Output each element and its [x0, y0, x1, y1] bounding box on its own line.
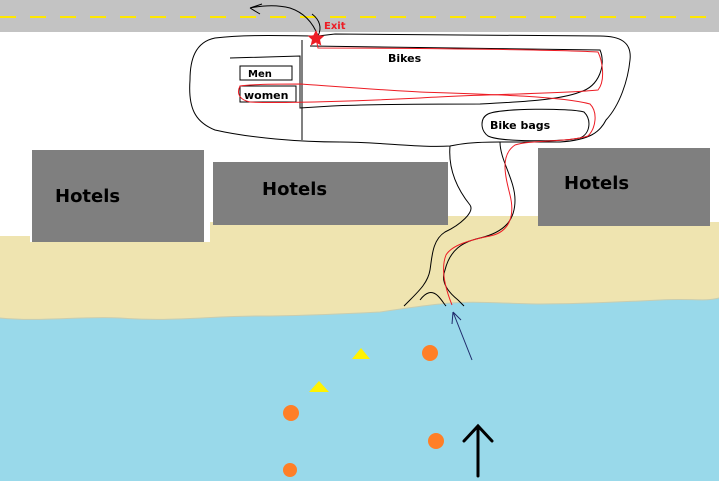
bike-bags-label: Bike bags	[490, 119, 551, 132]
hotel-left-label: Hotels	[55, 186, 120, 207]
beach-path-fork	[419, 292, 447, 307]
hotel-middle	[213, 162, 448, 225]
women-tent-label: women	[244, 89, 288, 102]
swim-direction-up-arrow-icon	[462, 423, 494, 478]
yellow-buoy-2	[309, 381, 329, 392]
men-tent-label: Men	[248, 69, 272, 80]
orange-buoy-1	[422, 345, 438, 361]
exit-path-to-road	[249, 3, 319, 37]
exit-star-icon	[307, 30, 325, 46]
orange-buoy-4	[283, 463, 297, 477]
bikes-label: Bikes	[388, 52, 422, 65]
orange-buoy-3	[428, 433, 444, 449]
hotel-right-label: Hotels	[564, 173, 629, 194]
yellow-buoy-1	[352, 348, 370, 359]
road	[0, 0, 719, 32]
beach-path-left-edge	[403, 145, 472, 307]
exit-path-side	[311, 13, 321, 37]
hotel-left	[32, 150, 204, 242]
sea-water	[0, 298, 719, 481]
swim-exit-arrow-icon	[451, 311, 473, 361]
orange-buoy-2	[283, 405, 299, 421]
hotel-middle-label: Hotels	[262, 179, 327, 200]
hotel-right	[538, 148, 710, 226]
exit-label: Exit	[324, 21, 346, 32]
men-tent	[239, 65, 293, 81]
transition-area-inner-boundary	[229, 45, 603, 109]
women-tent	[239, 85, 297, 103]
athlete-route-line	[237, 37, 604, 306]
shoreline	[0, 297, 719, 320]
